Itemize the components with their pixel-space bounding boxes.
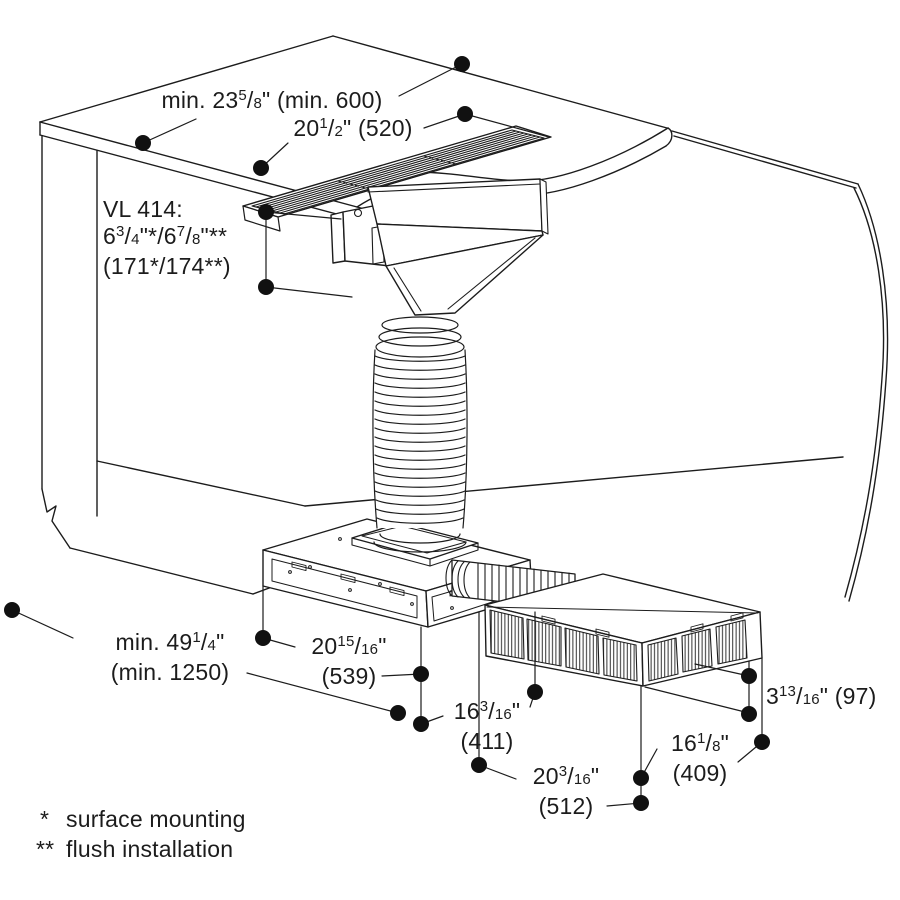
recirculation-box	[484, 573, 763, 687]
label-footnote-1-marker: *	[40, 806, 50, 832]
wall-panel	[671, 130, 889, 602]
label-min-distance: min. 491/4"(min. 1250)	[110, 629, 230, 685]
label-dim-97: 313/16" (97)	[766, 683, 877, 709]
downdraft-grille	[242, 125, 552, 232]
label-grille-width: 201/2" (520)	[293, 115, 413, 141]
label-dim-409: 161/8"(409)	[670, 730, 730, 786]
label-footnote-2-text: flush installation	[66, 836, 234, 862]
cabinet	[41, 131, 98, 517]
label-dim-539: 2015/16"(539)	[311, 633, 387, 689]
label-dim-512: 203/16"(512)	[532, 763, 600, 819]
dimension-dots	[4, 56, 770, 811]
downdraft-unit	[330, 178, 549, 316]
label-top-depth: min. 235/8" (min. 600)	[161, 87, 383, 113]
label-dim-411: 163/16"(411)	[453, 698, 521, 754]
flexible-hose	[372, 316, 468, 553]
label-vl414-height: VL 414:63/4"*/67/8"**(171*/174**)	[103, 196, 231, 279]
label-footnote-1-text: surface mounting	[66, 806, 246, 832]
label-footnote-2-marker: **	[36, 836, 55, 862]
